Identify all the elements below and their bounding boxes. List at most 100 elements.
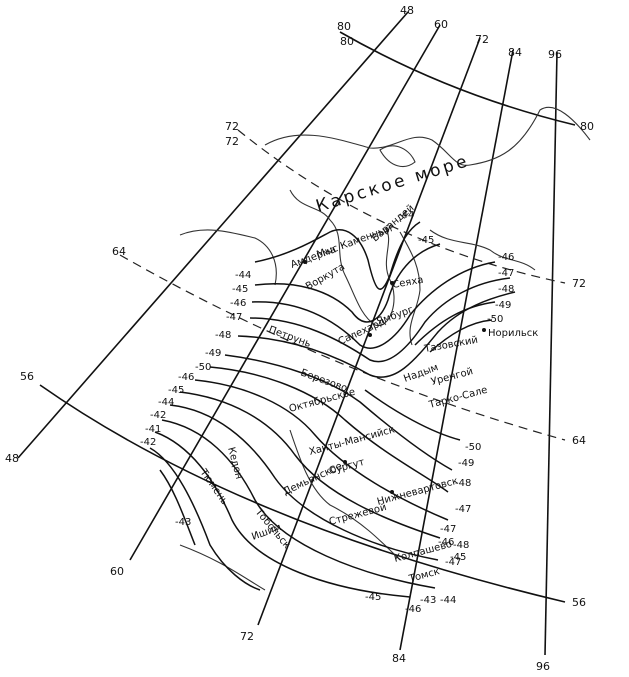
parallel-label-72-right: 72 <box>572 277 586 290</box>
place-label: Норильск <box>488 328 538 339</box>
meridian-60 <box>129 24 441 561</box>
parallel-label-80-left: 80 <box>337 20 351 33</box>
isotherm-label: -45 <box>418 235 434 246</box>
parallel-label-72-left: 72 <box>225 120 239 133</box>
isotherm-50-south <box>364 389 461 441</box>
coastline-ob-bay <box>399 231 421 346</box>
parallel-labels: 80 80 72 72 64 56 56 64 72 80 <box>20 20 594 609</box>
isotherm-46 <box>179 391 441 539</box>
isotherm-label: -46 <box>230 298 246 309</box>
parallel-label-56-right: 56 <box>572 596 586 609</box>
isotherm-label: -47 <box>498 268 514 279</box>
isotherm-label: -48 <box>215 330 231 341</box>
isotherm-label: -45 <box>450 552 466 563</box>
isotherm-50-north <box>429 319 493 353</box>
place-label: Сеяха <box>392 275 425 291</box>
place-label: Тюмень <box>197 467 230 508</box>
isotherm-label: -47 <box>440 524 456 535</box>
isotherm-label: -47 <box>445 557 461 568</box>
isotherm-label: -44 <box>235 270 251 281</box>
place-label: Тазовский <box>423 335 479 355</box>
river-irtysh <box>179 544 266 591</box>
place-label: Томск <box>407 566 441 585</box>
coastline-gydan <box>429 229 536 271</box>
parallel-label-64-right: 64 <box>572 434 586 447</box>
settlement-dot <box>368 333 372 337</box>
parallel-56 <box>39 384 566 603</box>
place-label: Петрунь <box>267 324 312 349</box>
isotherm-label: -42 <box>150 410 166 421</box>
meridian-label-60-bottom: 60 <box>110 565 124 578</box>
isotherm-label: -48 <box>498 284 514 295</box>
isotherm-48 <box>209 366 449 493</box>
meridian-label-48-top: 48 <box>400 4 414 17</box>
meridian-72 <box>257 37 481 626</box>
settlement-dot <box>390 490 394 494</box>
meridian-label-84-bottom: 84 <box>392 652 406 665</box>
island-north <box>379 145 416 168</box>
meridian-label-96-top: 96 <box>548 48 562 61</box>
place-label: Воркута <box>304 261 347 292</box>
isotherm-45 <box>254 243 441 323</box>
isotherm-label: -44 <box>398 210 414 221</box>
river-ob <box>289 429 401 561</box>
isotherm-49 <box>224 354 453 471</box>
settlement-dot <box>303 260 307 264</box>
place-label: Ямбург <box>375 304 415 327</box>
isotherm-label: -45 <box>232 284 248 295</box>
isotherm-label: -43 <box>420 595 436 606</box>
isotherm-label: -45 <box>168 385 184 396</box>
parallel-label-64-left: 64 <box>112 245 126 258</box>
isotherm-label: -41 <box>145 424 161 435</box>
coastline-north <box>264 106 591 166</box>
isotherm-label: -47 <box>455 504 471 515</box>
place-label: Демьянское <box>282 461 344 498</box>
meridian-label-96-bottom: 96 <box>536 660 550 673</box>
isotherm-45 <box>169 404 439 561</box>
isotherm-label: -43 <box>175 517 191 528</box>
place-label: Октябрьское <box>288 387 356 415</box>
meridian-label-60-top: 60 <box>434 18 448 31</box>
meridian-label-72-top: 72 <box>475 33 489 46</box>
isotherm-label: -44 <box>440 595 456 606</box>
isotherm-42 <box>149 447 261 591</box>
place-label: Стрежевой <box>328 502 388 528</box>
parallel-72 <box>237 129 566 284</box>
isotherm-47 <box>194 379 449 521</box>
isotherm-43 <box>154 431 411 598</box>
isotherm-label: -50 <box>487 314 503 325</box>
sea-label: Карское море <box>314 151 473 217</box>
place-label: Кедон <box>225 446 244 481</box>
isotherm-label: -50 <box>195 362 211 373</box>
isotherm-49-north <box>414 301 496 346</box>
isotherm-label: -46 <box>178 372 194 383</box>
isotherm-label: -46 <box>405 604 421 615</box>
isotherms <box>149 221 516 598</box>
isotherm-46 <box>251 261 496 349</box>
isotherm-41 <box>159 469 196 546</box>
parallel-label-56-left: 56 <box>20 370 34 383</box>
meridian-label-72-bottom: 72 <box>240 630 254 643</box>
isotherm-label: -49 <box>495 300 511 311</box>
settlement-dot <box>343 460 347 464</box>
isotherm-label: -46 <box>498 252 514 263</box>
parallel-label-80-mid: 80 <box>340 35 354 48</box>
settlement-dot <box>390 281 394 285</box>
settlement-dots <box>303 260 486 494</box>
meridian-48 <box>17 11 409 459</box>
parallel-label-72-mid: 72 <box>225 135 239 148</box>
isotherm-label: -47 <box>226 312 242 323</box>
isotherm-label: -45 <box>365 592 381 603</box>
isotherm-label: -42 <box>140 437 156 448</box>
coastline-west <box>179 229 277 286</box>
meridian-96 <box>544 51 558 656</box>
isotherm-labels: -44 -45 -46 -47 -48 -49 -50 -46 -47 -48 … <box>140 210 514 615</box>
isotherm-47 <box>249 277 511 363</box>
isotherm-label: -44 <box>158 397 174 408</box>
parallel-80 <box>339 31 576 126</box>
parallel-64 <box>119 254 566 441</box>
place-label: Тарко-Сале <box>427 385 489 411</box>
isotherm-label: -50 <box>465 442 481 453</box>
isotherm-label: -49 <box>458 458 474 469</box>
